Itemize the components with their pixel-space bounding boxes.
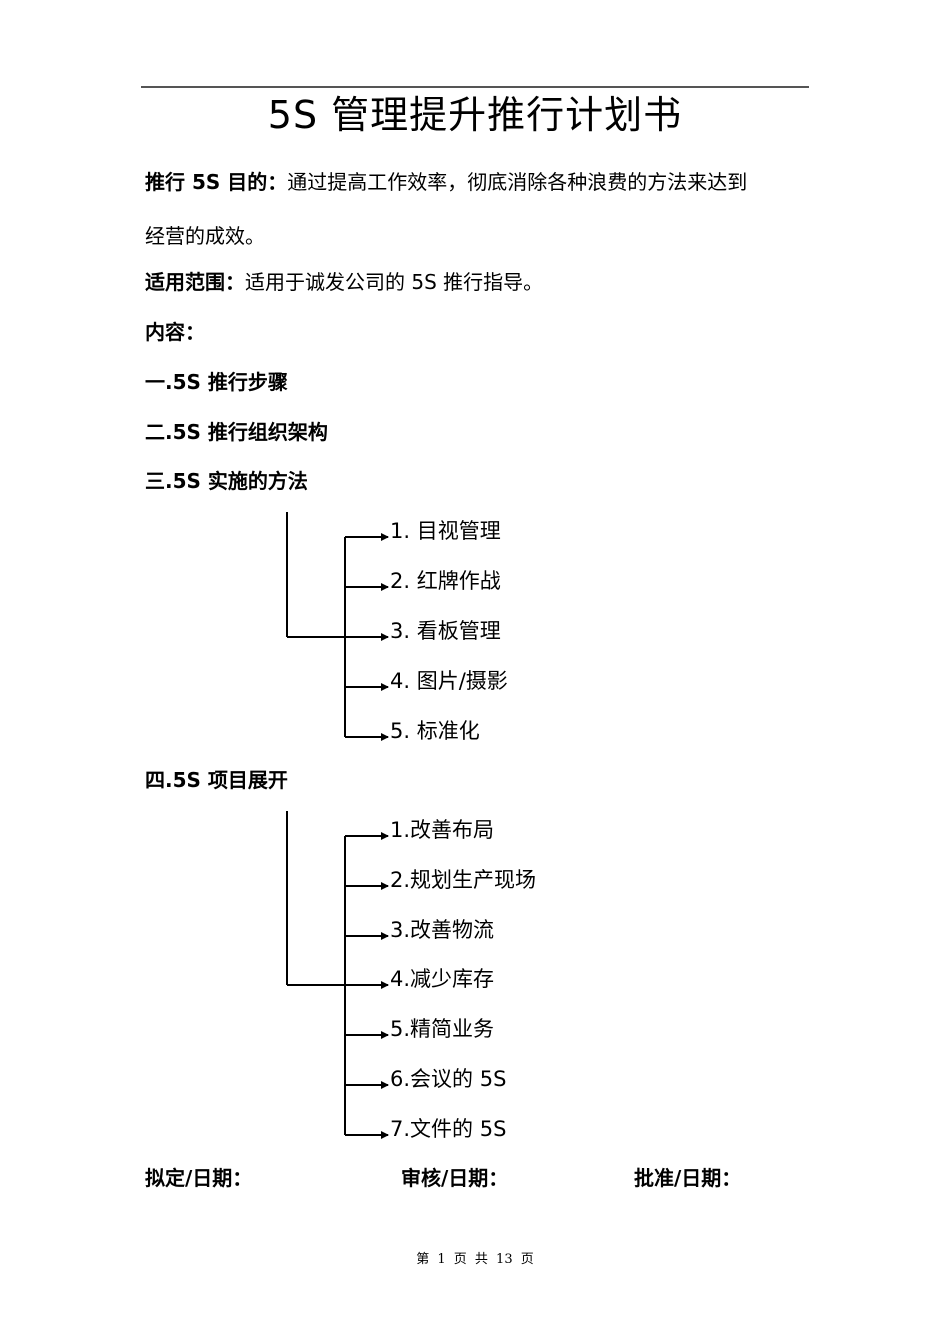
contents-heading: 内容： <box>145 320 205 344</box>
purpose-label: 推行 5S 目的： <box>145 170 288 194</box>
method-item-2: 2. 红牌作战 <box>390 569 501 593</box>
section-heading-3: 三.5S 实施的方法 <box>145 469 308 493</box>
section-heading-1: 一.5S 推行步骤 <box>145 370 288 394</box>
method-item-3: 3. 看板管理 <box>390 619 501 643</box>
method-item-5: 5. 标准化 <box>390 719 480 743</box>
signature-approved: 批准/日期： <box>634 1166 742 1190</box>
signature-reviewed: 审核/日期： <box>401 1166 509 1190</box>
section-heading-4: 四.5S 项目展开 <box>145 768 288 792</box>
project-item-6: 6.会议的 5S <box>390 1067 507 1091</box>
purpose-text-line2: 经营的成效。 <box>145 224 265 248</box>
method-item-1: 1. 目视管理 <box>390 519 501 543</box>
page-footer: 第 1 页 共 13 页 <box>416 1252 534 1267</box>
project-item-2: 2.规划生产现场 <box>390 868 537 892</box>
method-item-4: 4. 图片/摄影 <box>390 669 508 693</box>
purpose-paragraph: 推行 5S 目的：通过提高工作效率，彻底消除各种浪费的方法来达到 <box>145 168 747 196</box>
project-item-4: 4.减少库存 <box>390 967 495 991</box>
section-heading-2: 二.5S 推行组织架构 <box>145 420 328 444</box>
project-item-7: 7.文件的 5S <box>390 1117 507 1141</box>
scope-paragraph: 适用范围：适用于诚发公司的 5S 推行指导。 <box>145 268 543 296</box>
scope-label: 适用范围： <box>145 270 245 294</box>
purpose-text-line1: 通过提高工作效率，彻底消除各种浪费的方法来达到 <box>287 170 748 194</box>
header-rule <box>141 86 809 88</box>
signature-drafted: 拟定/日期： <box>145 1166 253 1190</box>
scope-text: 适用于诚发公司的 5S 推行指导。 <box>245 270 544 294</box>
document-title: 5S 管理提升推行计划书 <box>267 93 683 137</box>
project-item-5: 5.精简业务 <box>390 1017 495 1041</box>
project-item-3: 3.改善物流 <box>390 918 495 942</box>
project-item-1: 1.改善布局 <box>390 818 495 842</box>
